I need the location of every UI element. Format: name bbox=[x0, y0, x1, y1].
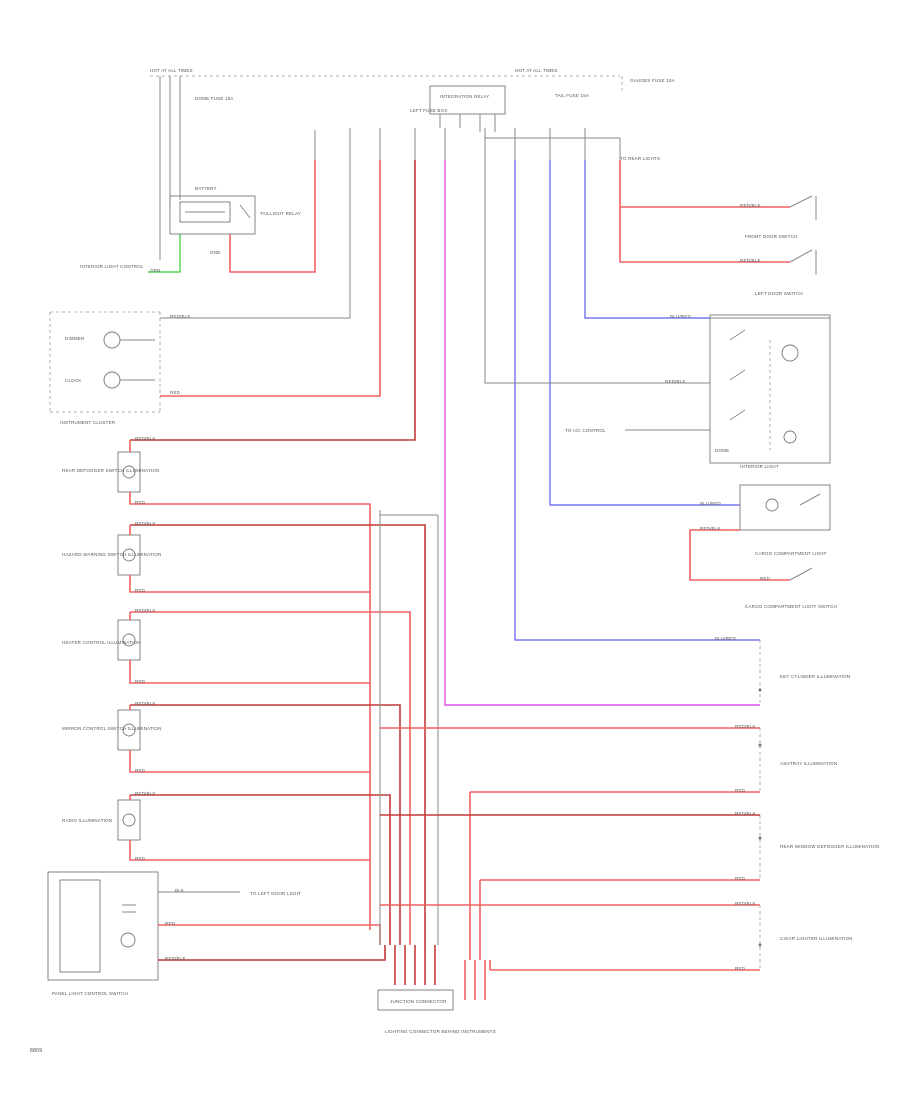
wire-label-8: RED/BLK bbox=[665, 379, 686, 384]
integration-relay bbox=[429, 85, 506, 132]
wire-label-20: RED/BLK bbox=[135, 436, 156, 441]
wire-label-24: RED/BLK bbox=[135, 791, 156, 796]
radio-note: TO A/C CONTROL bbox=[565, 428, 606, 433]
battery-label: BATTERY bbox=[195, 186, 217, 191]
wire-label-23: RED/BLK bbox=[135, 701, 156, 706]
fuse-pins bbox=[314, 128, 621, 160]
cigar-lighter-label: CIGAR LIGHTER ILLUMINATION bbox=[780, 936, 853, 941]
wire-label-28: RED/BLK bbox=[700, 526, 721, 531]
cluster-tail-wire bbox=[160, 160, 351, 319]
front-door-switch-label: FRONT DOOR SWITCH bbox=[745, 234, 798, 239]
wire-label-6: RED/BLK bbox=[740, 258, 761, 263]
dimmer-label: DIMMER bbox=[65, 336, 85, 341]
violet-wire bbox=[444, 160, 760, 706]
key-cylinder-label: KEY CYLINDER ILLUMINATION bbox=[780, 674, 850, 679]
panel-red-wire bbox=[158, 924, 381, 945]
gray-wire-interior bbox=[484, 160, 710, 384]
wire-label-10: RED bbox=[735, 788, 746, 793]
instrument-cluster bbox=[49, 311, 161, 413]
green-ground-wire bbox=[148, 234, 181, 273]
relay-output-wire bbox=[229, 160, 316, 273]
cargo-light-switch-label: CARGO COMPARTMENT LIGHT SWITCH bbox=[745, 604, 837, 609]
ashtray-label: ASHTRAY ILLUMINATION bbox=[780, 761, 837, 766]
wire-label-22: RED/BLK bbox=[135, 608, 156, 613]
wire-label-21: RED/BLK bbox=[135, 521, 156, 526]
wire-label-29: RED bbox=[760, 576, 771, 581]
heater-control-label: HEATER CONTROL ILLUMINATION bbox=[62, 640, 141, 645]
wire-label-27: GRN bbox=[150, 268, 161, 273]
wire-label-13: RED/BLK bbox=[735, 901, 756, 906]
wire-label-9: RED/BLK bbox=[735, 724, 756, 729]
headlight-switch-label: TAILLIGHT RELAY bbox=[260, 211, 301, 216]
right-illumination-wires bbox=[380, 727, 760, 971]
wire-label-2: RED bbox=[170, 390, 181, 395]
wire-label-18: RED bbox=[135, 768, 146, 773]
dome-note: TO LEFT DOOR LIGHT bbox=[250, 891, 301, 896]
wire-label-19: RED bbox=[135, 856, 146, 861]
panel-light-control-label: PANEL LIGHT CONTROL SWITCH bbox=[52, 991, 128, 996]
wire-label-15: RED bbox=[135, 500, 146, 505]
wire-label-17: RED bbox=[135, 679, 146, 684]
top-right-bus-label: HOT AT ALL TIMES bbox=[515, 68, 558, 73]
instrument-cluster-label: INSTRUMENT CLUSTER bbox=[60, 420, 116, 425]
wire-label-25: RED bbox=[165, 921, 176, 926]
ground-note: GND bbox=[210, 250, 221, 255]
dome-fuse-label: DOME FUSE 15A bbox=[195, 96, 234, 101]
left-switch-stack bbox=[117, 451, 141, 841]
left-door-wire bbox=[619, 207, 790, 263]
wire-label-4: BLU/RED bbox=[700, 501, 721, 506]
wire-label-11: RED/BLK bbox=[735, 811, 756, 816]
wire-label-26: RED/BLK bbox=[165, 956, 186, 961]
cargo-switch bbox=[789, 567, 813, 581]
panel-light-control-switch bbox=[47, 871, 159, 981]
junction-connector-label: JUNCTION CONNECTOR bbox=[390, 999, 447, 1004]
wire-label-5: BLU/RED bbox=[715, 636, 736, 641]
cargo-light-label: CARGO COMPARTMENT LIGHT bbox=[755, 551, 827, 556]
cargo-red-wire bbox=[689, 529, 790, 581]
tail-note: TO REAR LIGHTS bbox=[620, 156, 660, 161]
wire-label-30: BLK bbox=[175, 888, 184, 893]
top-corner-note: GAUGES FUSE 10A bbox=[630, 78, 675, 83]
wire-label-16: RED bbox=[135, 588, 146, 593]
left-door-switch-label: LEFT DOOR SWITCH bbox=[755, 291, 803, 296]
taillight-fuse-label: TAIL FUSE 15A bbox=[555, 93, 589, 98]
left-fuse-box-label: LEFT FUSE BOX bbox=[410, 108, 448, 113]
dome-light-label: DOME bbox=[715, 448, 729, 453]
dome-light bbox=[709, 314, 831, 464]
blue-wire-cargo bbox=[549, 160, 740, 506]
interior-light-label: INTERIOR LIGHT bbox=[740, 464, 779, 469]
blue-wire-dome bbox=[584, 160, 710, 319]
junction-connector bbox=[377, 945, 486, 1011]
wire-label-14: RED bbox=[735, 966, 746, 971]
interior-light-control-label: INTERIOR LIGHT CONTROL bbox=[80, 264, 144, 269]
radio-illumination-label: RADIO ILLUMINATION bbox=[62, 818, 112, 823]
rear-window-label: REAR WINDOW DEFOGGER ILLUMINATION bbox=[780, 844, 880, 849]
cluster-red-wire bbox=[160, 160, 381, 397]
cargo-light bbox=[739, 484, 831, 531]
wire-label-1: RED/BLK bbox=[170, 314, 191, 319]
junction-connector-note: LIGHTING CONNECTOR BEHIND INSTRUMENTS bbox=[385, 1029, 496, 1034]
wire-label-3: BLU/RED bbox=[670, 314, 691, 319]
right-illuminations bbox=[758, 640, 762, 970]
left-switch-wires bbox=[129, 160, 426, 945]
door-switches bbox=[789, 195, 817, 275]
clock-label: CLOCK bbox=[65, 378, 82, 383]
top-power-bus bbox=[150, 75, 623, 260]
battery-relay-block bbox=[169, 195, 256, 235]
blue-wire-ashtray bbox=[514, 160, 760, 641]
hazard-switch-label: HAZARD WARNING SWITCH ILLUMINATION bbox=[62, 552, 162, 557]
page-id: 8809 bbox=[30, 1048, 42, 1054]
integration-relay-label: INTEGRATION RELAY bbox=[440, 94, 490, 99]
wire-label-7: RED/BLK bbox=[740, 203, 761, 208]
top-left-bus-label: HOT AT ALL TIMES bbox=[150, 68, 193, 73]
rear-defogger-switch-label: REAR DEFOGGER SWITCH ILLUMINATION bbox=[62, 468, 160, 473]
wire-label-12: RED bbox=[735, 876, 746, 881]
panel-dred-wire bbox=[158, 945, 386, 961]
mirror-switch-label: MIRROR CONTROL SWITCH ILLUMINATION bbox=[62, 726, 162, 731]
front-door-wire bbox=[619, 160, 790, 208]
